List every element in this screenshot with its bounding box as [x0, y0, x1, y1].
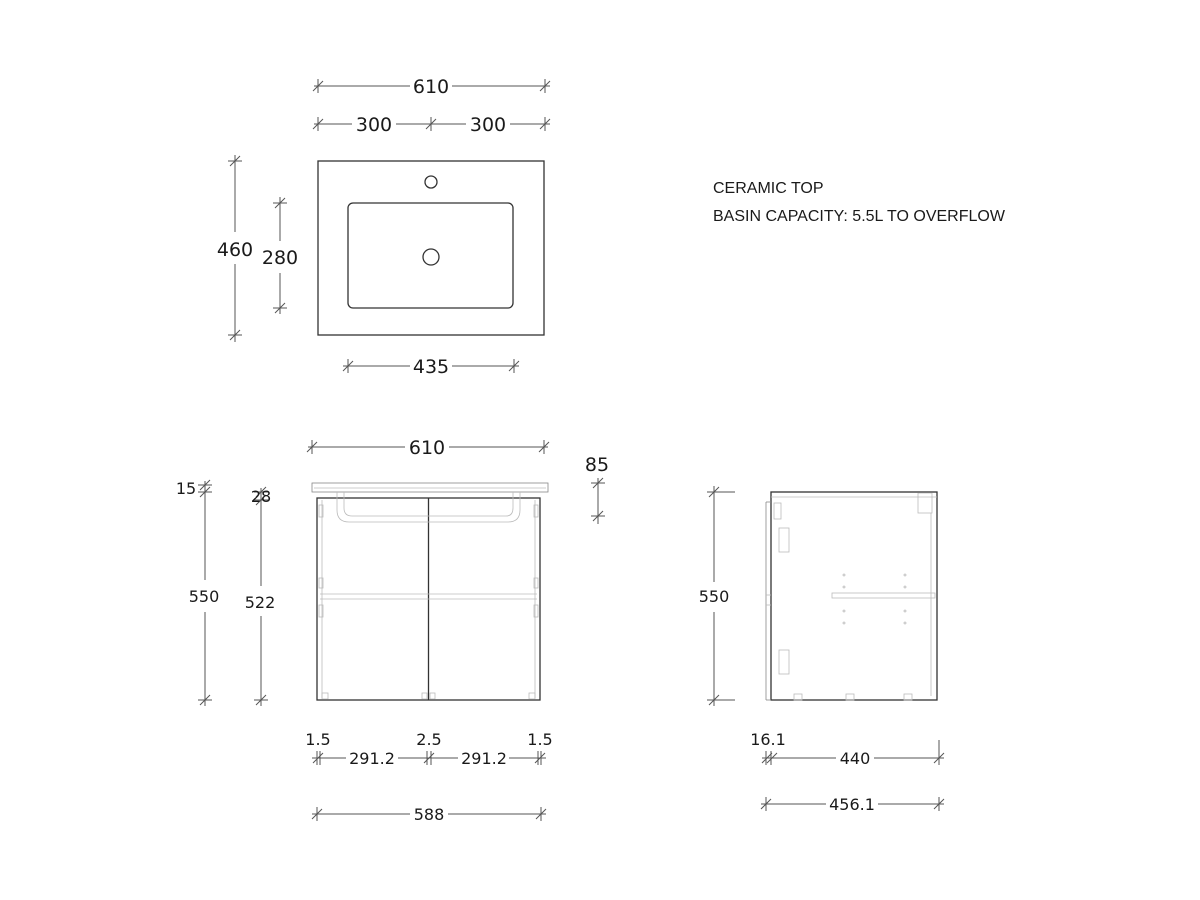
side-view: 550 16.1 440 456.1 [699, 486, 945, 814]
notes: CERAMIC TOP BASIN CAPACITY: 5.5L TO OVER… [713, 180, 1006, 225]
side-height-label: 550 [699, 587, 730, 606]
plan-half-width-left-label: 300 [356, 114, 392, 136]
door-left-width-label: 291.2 [349, 749, 395, 768]
top-gap-label: 15 [176, 479, 196, 498]
bowl-depth-dimension: 280 [262, 197, 298, 314]
gap-right-label: 1.5 [527, 730, 552, 749]
front-ceramic-top [311, 482, 549, 493]
door-right-width-label: 291.2 [461, 749, 507, 768]
inner-top-label: 28 [251, 487, 271, 506]
plan-depth-label: 460 [217, 239, 253, 261]
front-height-dimension: 15 550 [176, 479, 219, 706]
plan-view: 610 300 300 460 [217, 76, 551, 378]
bowl-depth-label: 280 [262, 247, 298, 269]
plan-half-width-right-label: 300 [470, 114, 506, 136]
side-height-dimension: 550 [699, 486, 735, 706]
plan-width-label: 610 [413, 76, 449, 98]
door-height-label: 522 [245, 593, 276, 612]
side-overall-depth-dimension: 456.1 [760, 795, 945, 814]
gap-center-label: 2.5 [416, 730, 441, 749]
bowl-width-dimension: 435 [342, 356, 520, 378]
body-depth-label: 440 [840, 749, 871, 768]
tap-hole [424, 175, 438, 189]
cabinet-width-dimension: 588 [311, 805, 547, 824]
gap-left-label: 1.5 [305, 730, 330, 749]
door-thickness-label: 16.1 [750, 730, 786, 749]
side-depth-dimension: 16.1 440 [750, 730, 945, 768]
cabinet-width-label: 588 [414, 805, 445, 824]
front-width-dimension: 610 [306, 437, 550, 459]
front-view: 610 85 15 550 [176, 437, 609, 824]
vanity-top-outline [317, 160, 545, 336]
plan-width-dimension: 610 [312, 76, 551, 98]
plan-half-width-dimension: 300 300 [312, 114, 551, 136]
basin-bowl-outline [347, 202, 514, 309]
waste-hole [422, 248, 440, 266]
side-cabinet-body [770, 491, 938, 701]
note-ceramic-top: CERAMIC TOP [713, 180, 824, 197]
top-thickness-dimension: 85 [585, 454, 609, 524]
front-width-label: 610 [409, 437, 445, 459]
overall-depth-label: 456.1 [829, 795, 875, 814]
plan-depth-dimension: 460 [217, 155, 253, 342]
door-height-dimension: 28 522 [245, 486, 276, 706]
side-hinge-top [778, 527, 790, 553]
top-thickness-label: 85 [585, 454, 609, 476]
front-basin-hidden [336, 492, 521, 523]
bowl-width-label: 435 [413, 356, 449, 378]
door-width-dimension: 291.2 291.2 [312, 749, 546, 768]
front-height-label: 550 [189, 587, 220, 606]
side-shelf-pin-holes [842, 573, 907, 625]
side-shelf [831, 592, 936, 599]
note-basin-capacity: BASIN CAPACITY: 5.5L TO OVERFLOW [713, 208, 1006, 225]
side-hinge-bottom [778, 649, 790, 675]
